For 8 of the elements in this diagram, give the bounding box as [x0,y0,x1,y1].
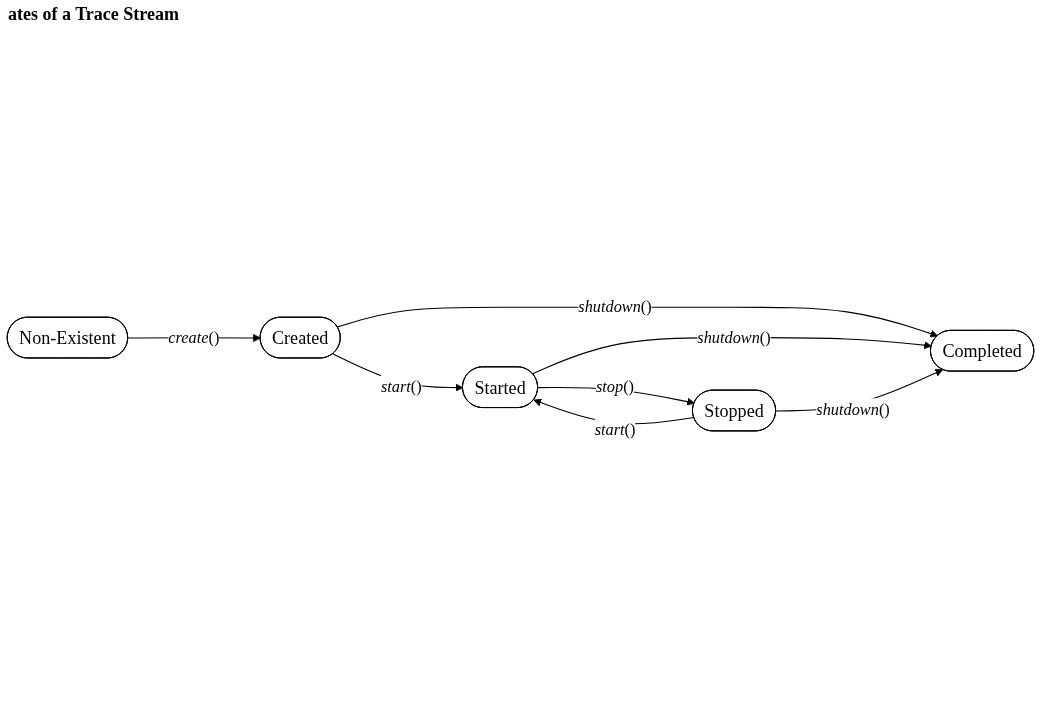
edge-label: stop() [595,377,635,396]
edge-label: shutdown() [578,297,652,316]
edge-label: start() [594,420,636,439]
edge-label: start() [380,377,422,396]
edge-label: shutdown() [697,328,771,347]
edge-label: shutdown() [816,400,890,420]
edge-label: create() [168,328,220,347]
diagram-title: ates of a Trace Stream [8,4,179,25]
